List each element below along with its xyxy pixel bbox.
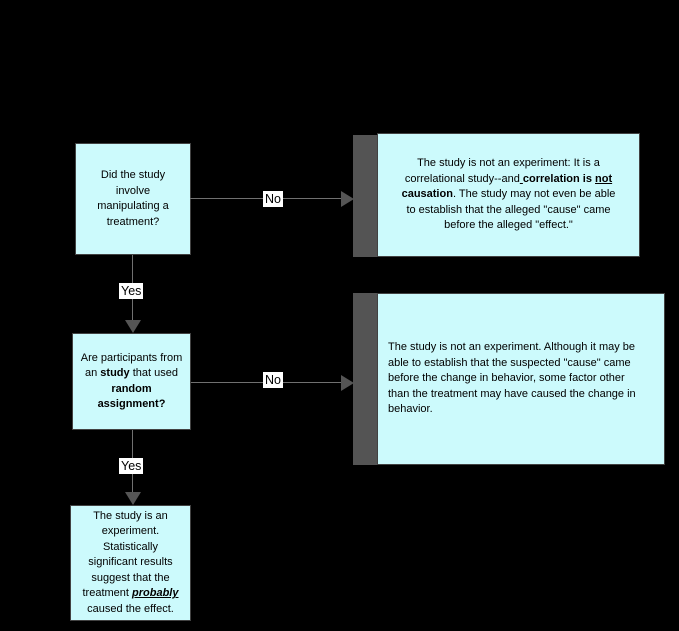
shadow-bar <box>353 135 377 257</box>
edge-label-yes-2: Yes <box>119 458 144 474</box>
arrowhead-down-icon <box>125 320 141 333</box>
flowchart-node-conclusion: The study is an experiment. Statisticall… <box>70 505 191 621</box>
node-text: Did the study involve manipulating a tre… <box>97 169 169 228</box>
edge-label-no-1: No <box>263 191 283 207</box>
shadow-bar <box>353 293 377 465</box>
edge-label-yes-1: Yes <box>119 283 144 299</box>
flowchart-node-result-1: The study is not an experiment: It is a … <box>377 133 640 257</box>
flowchart-node-question-2: Are participants from an study that used… <box>72 333 191 430</box>
node-text: Are participants from an study that used… <box>80 351 183 411</box>
node-text: The study is not an experiment: It is a … <box>401 157 616 232</box>
node-text: The study is an experiment. Statisticall… <box>82 509 179 615</box>
arrowhead-down-icon <box>125 492 141 505</box>
arrowhead-right-icon <box>341 375 354 391</box>
node-text: The study is not an experiment. Although… <box>388 341 636 416</box>
flowchart-node-question-1: Did the study involve manipulating a tre… <box>75 143 191 255</box>
edge-label-no-2: No <box>263 372 283 388</box>
arrowhead-right-icon <box>341 191 354 207</box>
flowchart-node-result-2: The study is not an experiment. Although… <box>377 293 665 465</box>
